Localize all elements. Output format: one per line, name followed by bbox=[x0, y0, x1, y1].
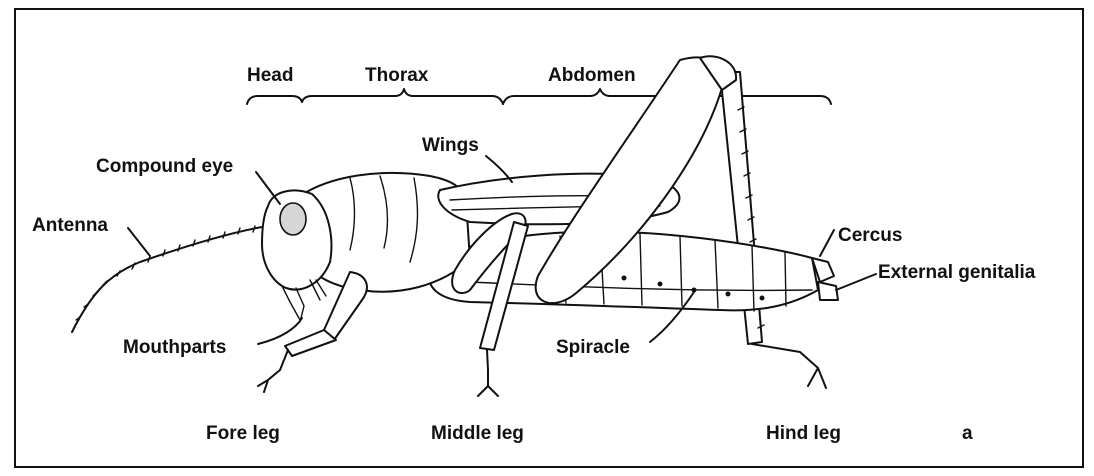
middle-tarsus bbox=[478, 350, 498, 396]
label-compound-eye: Compound eye bbox=[96, 156, 233, 177]
antenna bbox=[72, 226, 268, 332]
label-hind-leg: Hind leg bbox=[766, 423, 841, 444]
label-wings: Wings bbox=[422, 135, 479, 156]
label-spiracle: Spiracle bbox=[556, 337, 630, 358]
label-external-genitalia: External genitalia bbox=[878, 262, 1036, 283]
genitalia-pointer bbox=[836, 274, 876, 290]
label-mouthparts: Mouthparts bbox=[123, 337, 226, 358]
head-bracket bbox=[247, 96, 312, 104]
hind-tarsus bbox=[752, 344, 826, 388]
fore-leg-tarsus bbox=[258, 350, 288, 392]
label-abdomen: Abdomen bbox=[548, 65, 636, 86]
thorax-bracket bbox=[312, 89, 503, 104]
label-cercus: Cercus bbox=[838, 225, 902, 246]
antenna-pointer bbox=[128, 228, 150, 256]
cercus-pointer bbox=[820, 230, 834, 256]
panel-letter: a bbox=[962, 423, 973, 444]
label-thorax: Thorax bbox=[365, 65, 429, 86]
label-head: Head bbox=[247, 65, 293, 86]
mouthparts-pointer bbox=[258, 318, 302, 344]
compound-eye bbox=[280, 203, 306, 235]
fore-leg-lower bbox=[285, 330, 336, 356]
label-antenna: Antenna bbox=[32, 215, 108, 236]
label-middle-leg: Middle leg bbox=[431, 423, 524, 444]
compound-eye-pointer bbox=[256, 172, 280, 204]
wings-pointer bbox=[486, 156, 512, 182]
genitalia-shape bbox=[818, 282, 838, 300]
label-fore-leg: Fore leg bbox=[206, 423, 280, 444]
antenna-segments bbox=[76, 226, 255, 320]
